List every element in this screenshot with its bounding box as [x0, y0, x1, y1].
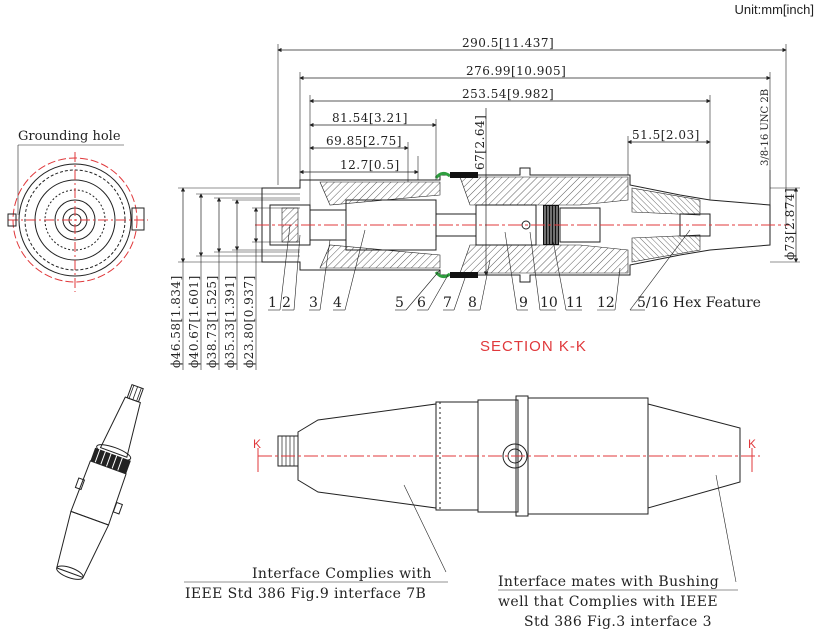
section-title: SECTION K-K [480, 338, 587, 355]
callout-6: 6 [417, 295, 426, 311]
thread-label: 3/8-16 UNC 2B [760, 89, 771, 166]
dim-length-6: 12.7[0.5] [340, 158, 400, 172]
callouts: 1 2 3 4 5 6 7 8 9 10 11 12 5/16 Hex Feat… [268, 224, 761, 311]
notes: Interface Complies with IEEE Std 386 Fig… [184, 566, 738, 630]
callout-9: 9 [519, 295, 528, 311]
dim-length-3: 253.54[9.982] [462, 87, 554, 101]
side-view: K K [253, 395, 760, 583]
grounding-hole-label: Grounding hole [18, 129, 121, 144]
dim-dia-38: ϕ38.73[1.525] [205, 275, 219, 368]
end-view: Grounding hole [7, 129, 148, 292]
callout-1: 1 [268, 295, 277, 311]
dim-length-5: 69.85[2.75] [326, 134, 402, 148]
callout-11: 11 [566, 295, 584, 311]
dimensions: 290.5[11.437] 276.99[10.905] 253.54[9.98… [169, 36, 800, 370]
callout-2: 2 [282, 295, 291, 311]
dim-vertical-67: 67[2.64] [473, 115, 487, 170]
dim-length-7: 51.5[2.03] [632, 128, 700, 142]
dim-overall-length: 290.5[11.437] [462, 36, 554, 50]
callout-5: 5 [395, 295, 404, 311]
section-mark-right: K [748, 437, 756, 451]
hex-feature-label: 5/16 Hex Feature [637, 295, 761, 311]
callout-8: 8 [468, 295, 477, 311]
dim-dia-40: ϕ40.67[1.601] [187, 275, 201, 368]
note-right-line1: Interface mates with Bushing [498, 574, 719, 590]
note-right-line2: well that Complies with IEEE [498, 594, 718, 610]
dim-dia-23: ϕ23.80[0.937] [242, 275, 256, 368]
callout-10: 10 [540, 295, 558, 311]
dim-length-2: 276.99[10.905] [466, 64, 566, 78]
note-right-line3: Std 386 Fig.3 interface 3 [524, 614, 712, 630]
dim-dia-35: ϕ35.33[1.391] [223, 275, 237, 368]
unit-label: Unit:mm[inch] [735, 2, 814, 17]
callout-3: 3 [309, 295, 318, 311]
note-left-line1: Interface Complies with [252, 566, 432, 582]
note-left-line2: IEEE Std 386 Fig.9 interface 7B [185, 586, 426, 602]
dim-dia-73: ϕ73[2.874] [783, 188, 797, 260]
isometric-view [56, 383, 144, 580]
section-view [255, 167, 790, 283]
callout-7: 7 [443, 295, 452, 311]
callout-12: 12 [597, 295, 615, 311]
dim-length-4: 81.54[3.21] [332, 111, 408, 125]
dim-dia-46: ϕ46.58[1.834] [169, 275, 183, 368]
callout-4: 4 [333, 295, 342, 311]
section-mark-left: K [253, 437, 261, 451]
